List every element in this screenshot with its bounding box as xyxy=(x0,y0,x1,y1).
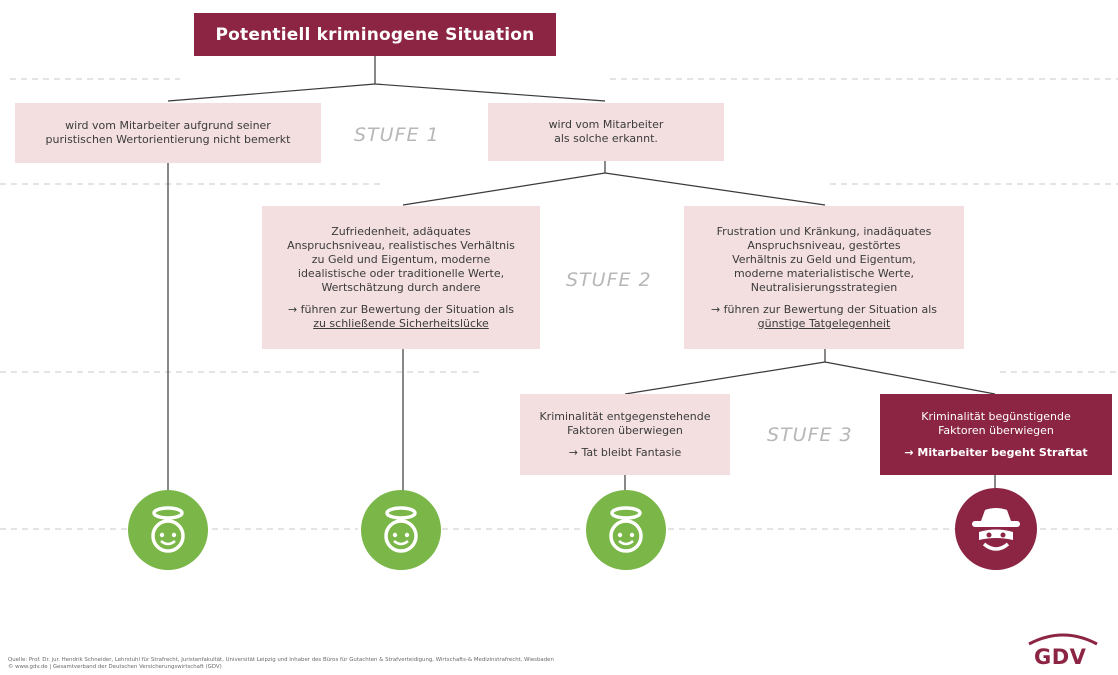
box-result-text: → Mitarbeiter begeht Straftat xyxy=(904,445,1088,459)
box-text: Neutralisierungsstrategien xyxy=(750,280,898,294)
box-text: Anspruchsniveau, gestörtes xyxy=(747,238,901,252)
box-text: Zufriedenheit, adäquates xyxy=(331,224,471,238)
copyright-text: © www.gdv.de | Gesamtverband der Deutsch… xyxy=(8,664,222,670)
gdv-logo: GDV xyxy=(1023,628,1103,672)
box-text: Kriminalität entgegenstehende xyxy=(539,409,711,423)
box-underlined-text: günstige Tatgelegenheit xyxy=(757,316,891,330)
stage-3-label: STUFE 3 xyxy=(767,424,853,446)
box-text: Anspruchsniveau, realistisches Verhältni… xyxy=(287,238,515,252)
level3-fantasy-box: Kriminalität entgegenstehende Faktoren ü… xyxy=(520,394,730,475)
box-arrow-text: → führen zur Bewertung der Situation als xyxy=(287,302,515,316)
box-text: als solche erkannt. xyxy=(554,132,658,145)
box-arrow-text: → führen zur Bewertung der Situation als xyxy=(710,302,938,316)
box-text: wird vom Mitarbeiter xyxy=(548,118,664,131)
angel-face-icon xyxy=(128,490,208,570)
level1-recognized-box: wird vom Mitarbeiter als solche erkannt. xyxy=(488,103,724,161)
box-underlined-text: zu schließende Sicherheitslücke xyxy=(313,316,489,330)
level1-unnoticed-box: wird vom Mitarbeiter aufgrund seiner pur… xyxy=(15,103,321,163)
box-text: wird vom Mitarbeiter aufgrund seiner xyxy=(65,119,271,132)
source-text: Quelle: Prof. Dr. jur. Hendrik Schneider… xyxy=(8,657,554,663)
level3-crime-box: Kriminalität begünstigende Faktoren über… xyxy=(880,394,1112,475)
box-text: Faktoren überwiegen xyxy=(567,423,683,437)
stage-1-label: STUFE 1 xyxy=(354,124,440,146)
stage-2-label: STUFE 2 xyxy=(566,269,652,291)
source-footer: Quelle: Prof. Dr. jur. Hendrik Schneider… xyxy=(8,657,554,671)
box-text: puristischen Wertorientierung nicht beme… xyxy=(45,133,291,146)
level2-frustration-box: Frustration und Kränkung, inadäquates An… xyxy=(684,206,964,349)
criminal-masked-face-icon xyxy=(955,488,1037,570)
box-text: Verhältnis zu Geld und Eigentum, xyxy=(732,252,916,266)
angel-face-icon xyxy=(361,490,441,570)
box-text: Faktoren überwiegen xyxy=(938,423,1054,437)
box-text: Kriminalität begünstigende xyxy=(921,409,1071,423)
logo-text: GDV xyxy=(1034,645,1087,669)
box-text: Frustration und Kränkung, inadäquates xyxy=(716,224,932,238)
box-text: zu Geld und Eigentum, moderne xyxy=(311,252,491,266)
box-result-text: → Tat bleibt Fantasie xyxy=(568,445,682,459)
box-text: Wertschätzung durch andere xyxy=(321,280,481,294)
angel-face-icon xyxy=(586,490,666,570)
root-title: Potentiell kriminogene Situation xyxy=(194,13,556,56)
level2-satisfaction-box: Zufriedenheit, adäquates Anspruchsniveau… xyxy=(262,206,540,349)
box-text: idealistische oder traditionelle Werte, xyxy=(297,266,505,280)
box-text: moderne materialistische Werte, xyxy=(734,266,914,280)
